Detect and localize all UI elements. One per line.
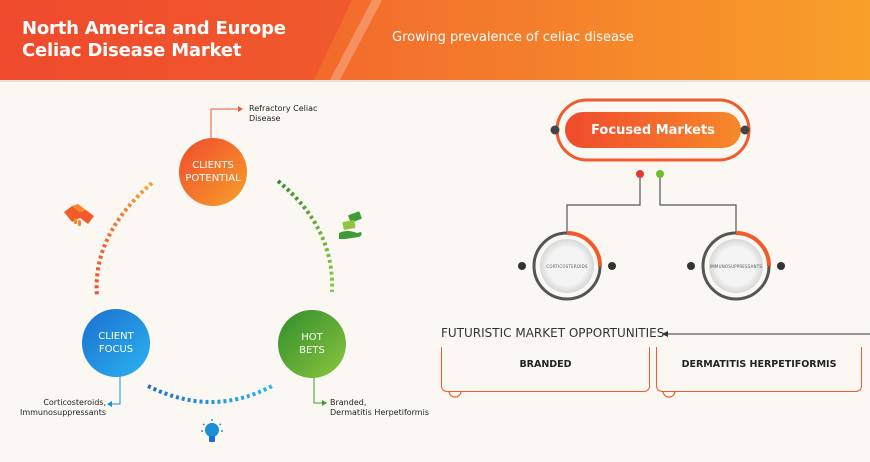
corticosteroids-label: CORTICOSTEROIDS xyxy=(546,264,588,269)
client-focus-label: Corticosteroids, Immunosuppressants xyxy=(14,398,106,418)
tree-line-left xyxy=(566,178,641,232)
hot-bets-line1: HOT xyxy=(301,332,323,343)
clients-potential-label-line1: Refractory Celiac xyxy=(249,104,318,113)
cycle-arc-left xyxy=(94,181,154,297)
futuristic-arrow-head xyxy=(662,331,668,337)
futuristic-title: FUTURISTIC MARKET OPPORTUNITIES xyxy=(441,326,665,340)
page-title: North America and Europe Celiac Disease … xyxy=(22,18,286,61)
handshake-icon xyxy=(64,204,94,226)
hot-bets-label-line1: Branded, xyxy=(330,398,367,407)
branded-label: BRANDED xyxy=(519,359,572,370)
client-focus-line2: FOCUS xyxy=(98,344,134,355)
client-focus-node xyxy=(82,309,150,377)
clients-potential-text: CLIENTS POTENTIAL xyxy=(173,159,253,185)
clients-potential-label-line2: Disease xyxy=(249,114,281,123)
focused-markets-title: Focused Markets xyxy=(591,122,715,138)
client-focus-arrow xyxy=(107,401,112,407)
hot-bets-label: Branded, Dermatitis Herpetiformis xyxy=(330,398,429,418)
immunosuppressants-label: IMMUNOSUPPRESSANTS xyxy=(709,264,763,269)
money-hand-icon xyxy=(339,211,362,239)
clients-potential-label: Refractory Celiac Disease xyxy=(249,104,317,124)
header-background xyxy=(0,0,870,80)
client-focus-label-line2: Immunosuppressants xyxy=(19,408,106,417)
header-divider xyxy=(0,80,870,82)
cycle-arc-right xyxy=(276,179,335,293)
dermatitis-label: DERMATITIS HERPETIFORMIS xyxy=(681,359,837,370)
hot-bets-arrow xyxy=(322,400,327,406)
hot-bets-connector xyxy=(313,377,322,404)
hot-bets-label-line2: Dermatitis Herpetiformis xyxy=(330,408,429,417)
connector-dot-red xyxy=(636,170,644,178)
clients-potential-line2: POTENTIAL xyxy=(185,173,241,184)
corticosteroids-node xyxy=(518,231,616,301)
immunosuppressants-node xyxy=(687,231,785,301)
branded-box: BRANDED xyxy=(441,347,650,392)
dermatitis-box: DERMATITIS HERPETIFORMIS xyxy=(656,347,862,392)
client-focus-label-line1: Corticosteroids, xyxy=(43,398,106,407)
tree-line-right xyxy=(659,178,737,232)
hot-bets-node xyxy=(278,310,346,378)
cycle-arc-bottom xyxy=(147,384,273,404)
lightbulb-icon xyxy=(201,419,223,442)
clients-potential-connector xyxy=(210,108,238,141)
clients-potential-line1: CLIENTS xyxy=(192,160,234,171)
client-focus-line1: CLIENT xyxy=(98,331,134,342)
connector-dot-green xyxy=(656,170,664,178)
focused-markets-group xyxy=(550,98,751,162)
clients-potential-node xyxy=(179,138,247,206)
page-subtitle: Growing prevalence of celiac disease xyxy=(392,30,634,45)
client-focus-text: CLIENT FOCUS xyxy=(76,330,156,356)
clients-potential-arrow xyxy=(238,106,243,112)
client-focus-connector xyxy=(112,375,121,405)
hot-bets-line2: BETS xyxy=(299,345,325,356)
hot-bets-text: HOT BETS xyxy=(272,331,352,357)
header-banner: North America and Europe Celiac Disease … xyxy=(0,0,870,80)
